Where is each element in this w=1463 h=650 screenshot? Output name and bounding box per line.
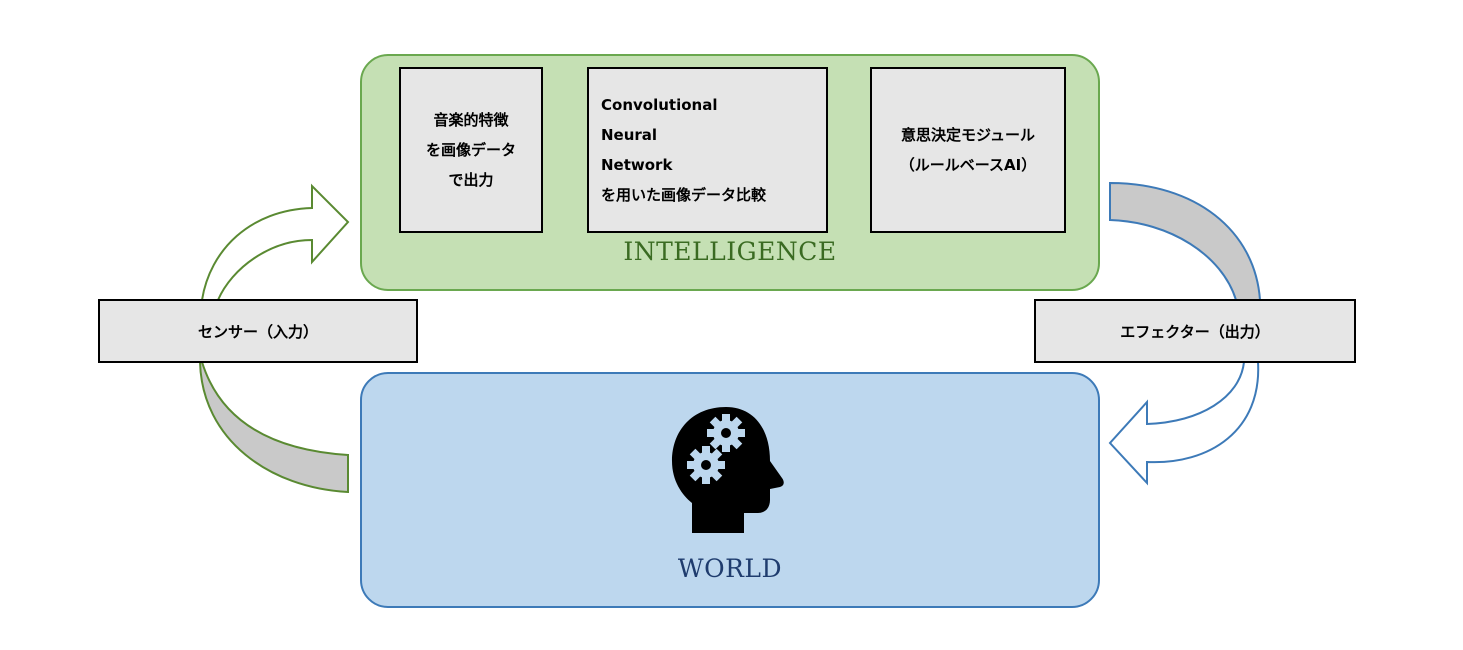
intelligence-title: INTELLIGENCE (623, 237, 837, 266)
sensor-input-box: センサー（入力） (98, 299, 418, 363)
head-with-gears-icon (672, 407, 784, 533)
module-text-line: Convolutional (601, 96, 718, 114)
cnn-module: Convolutional Neural Network を用いた画像データ比較 (587, 67, 828, 233)
right-upper-curve (1109, 181, 1262, 301)
right-lower-arrow (1108, 361, 1260, 486)
module-text-line: 音楽的特徴 (433, 111, 509, 129)
effector-output-box: エフェクター（出力） (1034, 299, 1356, 363)
module-text-line: で出力 (448, 171, 494, 189)
left-lower-curve (198, 361, 349, 494)
world-title: WORLD (677, 554, 783, 583)
module-text-line: を用いた画像データ比較 (601, 186, 767, 204)
left-upper-arrow (200, 183, 350, 301)
decision-module: 意思決定モジュール （ルールベースAI） (870, 67, 1066, 233)
module-text-line: 意思決定モジュール (901, 126, 1035, 144)
module-text-line: （ルールベースAI） (899, 156, 1037, 174)
module-text-line: Network (601, 156, 673, 174)
sensor-label: センサー（入力） (197, 322, 318, 341)
effector-label: エフェクター（出力） (1120, 322, 1270, 341)
module-text-line: を画像データ (425, 141, 516, 159)
music-feature-module: 音楽的特徴 を画像データ で出力 (399, 67, 543, 233)
module-text-line: Neural (601, 126, 658, 144)
